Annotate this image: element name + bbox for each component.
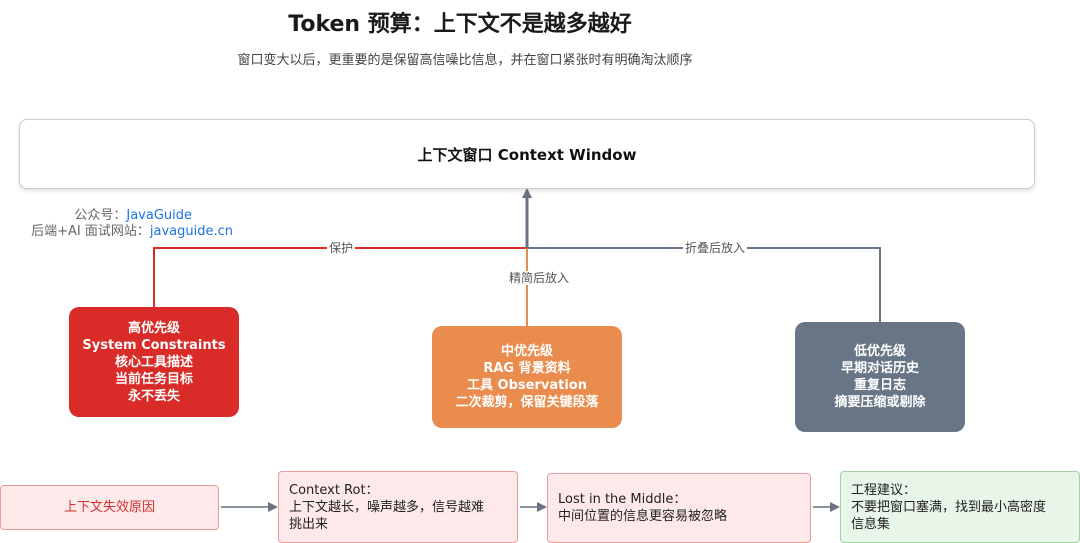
- node-low-line: 摘要压缩或剔除: [834, 395, 926, 410]
- node-mid-priority: 中优先级 RAG 背景资料 工具 Observation 二次裁剪，保留关键段落: [432, 326, 622, 428]
- edge-protect: [153, 247, 527, 307]
- flow-cause-label: 上下文失效原因: [63, 500, 155, 515]
- watermark-label-1: 公众号：: [74, 208, 127, 223]
- watermark-label-2: 后端+AI 面试网站：: [31, 224, 150, 239]
- edge-label-protect: 保护: [327, 241, 356, 255]
- watermark-value-1: JavaGuide: [126, 208, 192, 223]
- context-window-box: 上下文窗口 Context Window: [19, 119, 1035, 189]
- page-subtitle: 窗口变大以后，更重要的是保留高信噪比信息，并在窗口紧张时有明确淘汰顺序: [237, 53, 693, 68]
- node-mid-line: 二次裁剪，保留关键段落: [455, 395, 599, 410]
- flow-lost-line: 中间位置的信息更容易被忽略: [558, 509, 728, 524]
- node-mid-line: 工具 Observation: [467, 378, 587, 393]
- node-high-line: 高优先级: [127, 320, 180, 336]
- node-high-priority: 高优先级 System Constraints 核心工具描述 当前任务目标 永不…: [69, 307, 239, 417]
- flow-cause-box: 上下文失效原因: [0, 485, 219, 530]
- flow-advice-line: 信息集: [851, 516, 891, 532]
- flow-rot-line: 上下文越长，噪声越多，信号越难: [289, 499, 485, 515]
- flow-advice-line: 不要把窗口塞满，找到最小高密度: [851, 499, 1047, 515]
- node-mid-line: RAG 背景资料: [483, 361, 571, 376]
- node-mid-line: 中优先级: [500, 344, 553, 359]
- watermark-value-2: javaguide.cn: [149, 224, 233, 239]
- flow-advice-line: 工程建议：: [851, 482, 917, 498]
- node-high-line: 永不丢失: [127, 388, 180, 404]
- flow-lost-in-middle-box: Lost in the Middle： 中间位置的信息更容易被忽略: [547, 473, 811, 543]
- node-low-priority: 低优先级 早期对话历史 重复日志 摘要压缩或剔除: [795, 322, 965, 432]
- flow-rot-line: 挑出来: [289, 516, 329, 532]
- node-low-line: 重复日志: [853, 378, 906, 393]
- edge-fold: [527, 247, 881, 322]
- watermark-line-2: 后端+AI 面试网站：javaguide.cn: [31, 220, 233, 239]
- node-low-line: 早期对话历史: [840, 361, 919, 376]
- node-low-line: 低优先级: [853, 344, 906, 359]
- flow-rot-line: Context Rot：: [289, 482, 379, 498]
- flow-context-rot-box: Context Rot： 上下文越长，噪声越多，信号越难 挑出来: [278, 471, 518, 543]
- edge-label-refine: 精简后放入: [507, 271, 572, 285]
- page-title: Token 预算：上下文不是越多越好: [288, 12, 632, 37]
- flow-lost-line: Lost in the Middle：: [558, 492, 687, 507]
- node-high-line: System Constraints: [82, 337, 226, 353]
- flow-advice-box: 工程建议： 不要把窗口塞满，找到最小高密度 信息集: [840, 471, 1080, 543]
- edge-label-fold: 折叠后放入: [683, 241, 748, 255]
- context-window-label: 上下文窗口 Context Window: [417, 145, 637, 164]
- node-high-line: 核心工具描述: [114, 354, 193, 370]
- node-high-line: 当前任务目标: [114, 371, 193, 387]
- watermark-line-1: 公众号：JavaGuide: [74, 204, 192, 223]
